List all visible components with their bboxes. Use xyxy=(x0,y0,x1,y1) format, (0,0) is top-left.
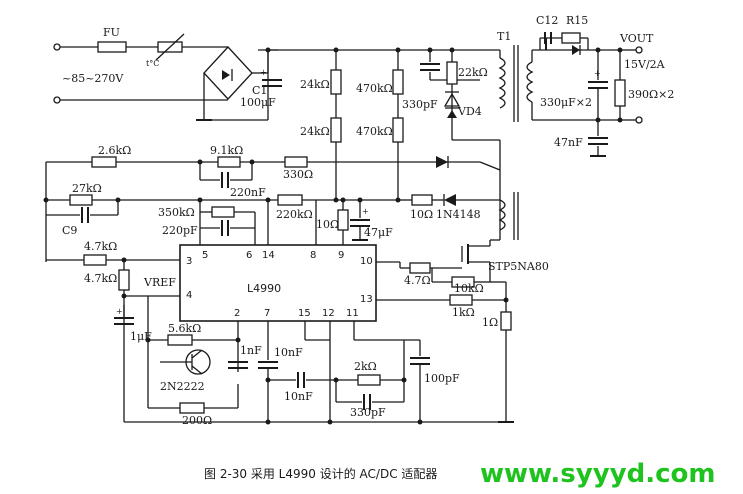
svg-text:350kΩ: 350kΩ xyxy=(158,206,195,219)
chip-name: L4990 xyxy=(247,282,281,295)
svg-text:10: 10 xyxy=(360,256,373,267)
vref-label: VREF xyxy=(143,276,176,289)
fuse-label: FU xyxy=(103,26,120,39)
input-voltage-label: ~85~270V xyxy=(62,72,124,85)
svg-text:2.6kΩ: 2.6kΩ xyxy=(98,144,131,157)
output-terminal-plus xyxy=(635,46,643,54)
svg-text:330pF: 330pF xyxy=(402,98,438,111)
junction-dots xyxy=(43,47,623,425)
svg-text:330Ω: 330Ω xyxy=(283,168,313,181)
svg-text:5: 5 xyxy=(202,250,208,261)
snubber: 330pF 22kΩ VD4 xyxy=(402,50,501,170)
svg-text:R15: R15 xyxy=(566,14,588,27)
svg-text:2N2222: 2N2222 xyxy=(160,380,205,393)
chip-l4990: L4990 3 5 6 14 8 9 10 4 13 2 7 15 12 11 xyxy=(179,244,377,322)
svg-text:VOUT: VOUT xyxy=(619,32,654,45)
svg-text:C12: C12 xyxy=(536,14,558,27)
oscillator-network: 350kΩ 220pF 220kΩ xyxy=(158,194,400,245)
svg-text:220kΩ: 220kΩ xyxy=(276,208,313,221)
svg-text:22kΩ: 22kΩ xyxy=(458,66,488,79)
vcc-supply: 10Ω + 47μF 10Ω 1N4148 xyxy=(316,194,500,245)
svg-text:220nF: 220nF xyxy=(230,186,266,199)
figure-caption: 图 2-30 采用 L4990 设计的 AC/DC 适配器 xyxy=(204,466,437,481)
svg-text:15V/2A: 15V/2A xyxy=(624,58,666,71)
svg-text:4.7Ω: 4.7Ω xyxy=(404,274,431,287)
transformer-t1: T1 xyxy=(480,30,534,240)
svg-text:24kΩ: 24kΩ xyxy=(300,78,330,91)
feedback-network: 2.6kΩ 9.1kΩ 330Ω 220nF 27kΩ C9 xyxy=(45,144,501,262)
svg-text:200Ω: 200Ω xyxy=(182,414,212,427)
svg-text:12: 12 xyxy=(322,308,335,319)
svg-text:1N4148: 1N4148 xyxy=(436,208,481,221)
svg-text:8: 8 xyxy=(310,250,316,261)
svg-text:24kΩ: 24kΩ xyxy=(300,125,330,138)
svg-text:+: + xyxy=(260,68,267,77)
svg-text:+: + xyxy=(116,307,123,316)
svg-text:11: 11 xyxy=(346,308,359,319)
svg-text:220pF: 220pF xyxy=(162,224,198,237)
svg-text:C1: C1 xyxy=(252,84,267,97)
svg-text:100pF: 100pF xyxy=(424,372,460,385)
svg-text:+: + xyxy=(362,207,369,216)
svg-text:47nF: 47nF xyxy=(554,136,583,149)
svg-text:9: 9 xyxy=(338,250,344,261)
svg-text:4: 4 xyxy=(186,290,192,301)
ac-input: FU t°C ~85~270V + C1 100μF xyxy=(53,26,282,121)
svg-text:27kΩ: 27kΩ xyxy=(72,182,102,195)
svg-text:13: 13 xyxy=(360,294,373,305)
svg-text:330pF: 330pF xyxy=(350,406,386,419)
output-terminal-minus xyxy=(635,116,643,124)
error-amp-inputs: 4.7kΩ 4.7kΩ VREF + 1μF xyxy=(46,240,180,422)
svg-text:C9: C9 xyxy=(62,224,77,237)
svg-text:10Ω: 10Ω xyxy=(410,208,433,221)
svg-text:7: 7 xyxy=(264,308,270,319)
output-section: C12 R15 + 330μF×2 390Ω×2 VOUT 15V/2A 47n… xyxy=(532,14,674,157)
svg-text:+: + xyxy=(594,69,601,78)
svg-text:470kΩ: 470kΩ xyxy=(356,82,393,95)
fuse-fu xyxy=(97,41,127,53)
svg-text:390Ω×2: 390Ω×2 xyxy=(628,88,674,101)
svg-text:4.7kΩ: 4.7kΩ xyxy=(84,272,117,285)
svg-text:47μF: 47μF xyxy=(364,226,393,239)
svg-text:15: 15 xyxy=(298,308,311,319)
soft-start-transistor: 5.6kΩ 2N2222 200Ω 1nF 10nF xyxy=(148,321,303,427)
svg-text:4.7kΩ: 4.7kΩ xyxy=(84,240,117,253)
svg-text:330μF×2: 330μF×2 xyxy=(540,96,592,109)
divider-470k: 470kΩ 470kΩ xyxy=(356,50,404,200)
svg-text:1Ω: 1Ω xyxy=(482,316,498,329)
thermistor-label: t°C xyxy=(146,59,159,68)
input-terminal-bottom xyxy=(53,96,61,104)
svg-text:5.6kΩ: 5.6kΩ xyxy=(168,322,201,335)
svg-text:9.1kΩ: 9.1kΩ xyxy=(210,144,243,157)
svg-text:14: 14 xyxy=(262,250,275,261)
svg-text:6: 6 xyxy=(246,250,252,261)
input-terminal-top xyxy=(53,43,61,51)
svg-text:470kΩ: 470kΩ xyxy=(356,125,393,138)
watermark: www.syyyd.com xyxy=(480,459,715,489)
power-switch: 4.7Ω STP5NA80 1kΩ 10kΩ 1Ω xyxy=(376,170,549,423)
compensation-network: 100pF 10nF 2kΩ 330pF xyxy=(268,321,460,422)
svg-text:10nF: 10nF xyxy=(274,346,303,359)
svg-text:10nF: 10nF xyxy=(284,390,313,403)
svg-text:100μF: 100μF xyxy=(240,96,276,109)
svg-text:3: 3 xyxy=(186,256,192,267)
svg-text:1nF: 1nF xyxy=(240,344,262,357)
divider-24k: 24kΩ 24kΩ xyxy=(300,50,342,200)
svg-text:1kΩ: 1kΩ xyxy=(452,306,475,319)
svg-text:10kΩ: 10kΩ xyxy=(454,282,484,295)
svg-text:T1: T1 xyxy=(497,30,511,43)
svg-text:VD4: VD4 xyxy=(457,105,482,118)
svg-text:STP5NA80: STP5NA80 xyxy=(488,260,549,273)
svg-text:10Ω: 10Ω xyxy=(316,218,339,231)
svg-text:2: 2 xyxy=(234,308,240,319)
svg-text:2kΩ: 2kΩ xyxy=(354,360,377,373)
